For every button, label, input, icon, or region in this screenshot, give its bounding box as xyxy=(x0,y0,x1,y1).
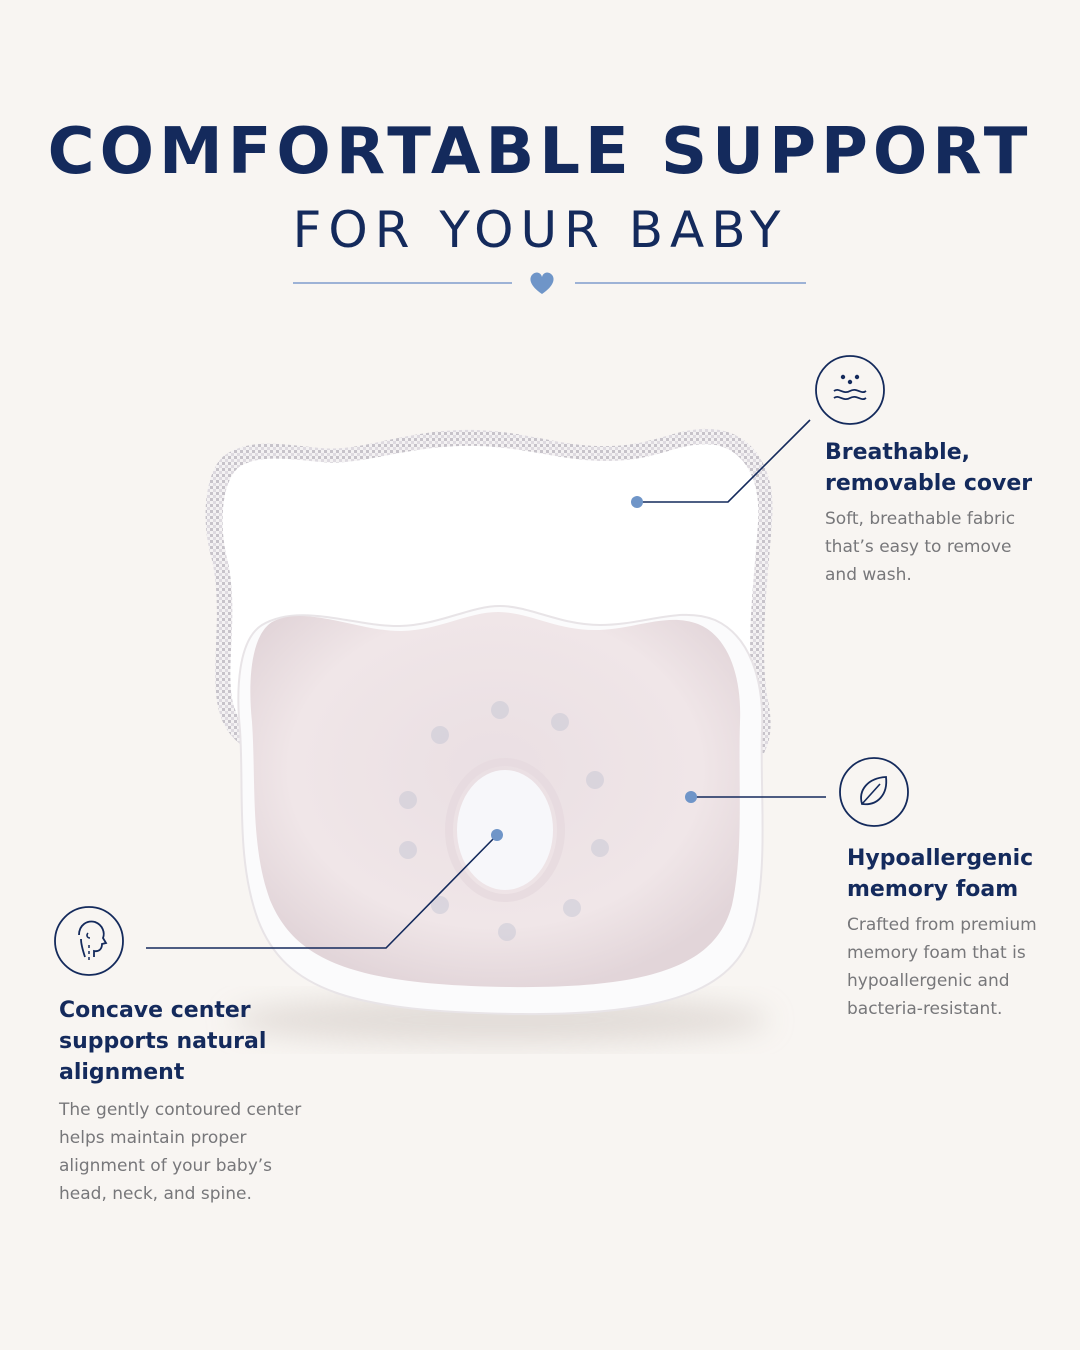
breathable-fabric-icon xyxy=(815,355,885,425)
leaf-icon xyxy=(839,757,909,827)
callout-dot-center xyxy=(491,829,503,841)
callout-dot-cover xyxy=(631,496,643,508)
callout-line-cover xyxy=(637,419,811,503)
feature-title-center: Concave center supports natural alignmen… xyxy=(59,998,267,1085)
callout-dot-foam xyxy=(685,791,697,803)
page-subtitle: FOR YOUR BABY xyxy=(292,201,788,259)
heart-icon xyxy=(530,272,554,294)
concave-center xyxy=(457,770,553,890)
feature-title-foam: Hypoallergenic memory foam xyxy=(847,846,1034,902)
feature-desc-center: The gently contoured center helps mainta… xyxy=(59,1100,302,1204)
feature-desc-foam: Crafted from premium memory foam that is… xyxy=(847,915,1037,1019)
feature-title-cover: Breathable, removable cover xyxy=(825,440,1033,496)
heart-divider xyxy=(293,272,806,294)
feature-desc-cover: Soft, breathable fabric that’s easy to r… xyxy=(825,509,1016,585)
page-title: COMFORTABLE SUPPORT xyxy=(47,115,1033,189)
head-neck-spine-icon xyxy=(54,906,124,976)
callout-line-center xyxy=(146,834,498,949)
